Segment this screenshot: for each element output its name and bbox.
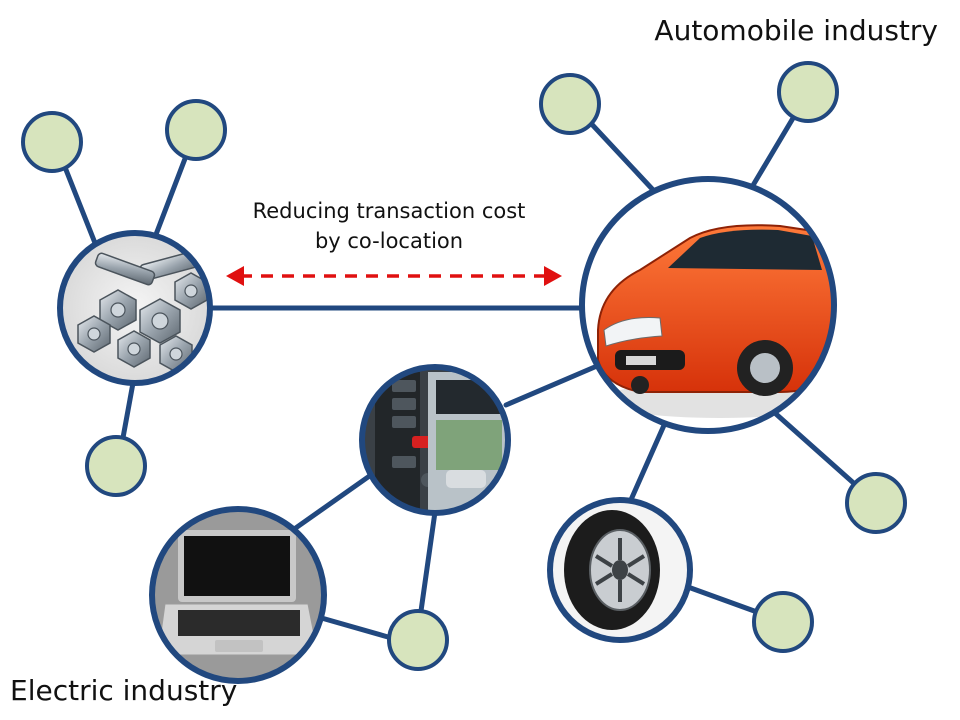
small-nodes xyxy=(21,61,907,671)
tire-photo-node xyxy=(547,497,693,643)
bolts-icon xyxy=(77,245,210,373)
electric-industry-label: Electric industry xyxy=(10,674,238,707)
node-panel-bottom xyxy=(387,609,449,671)
node-car-right xyxy=(845,472,907,534)
link-tire-node xyxy=(685,584,760,615)
bolts-photo-node xyxy=(57,230,213,386)
connection-links xyxy=(52,90,879,640)
laptop-icon xyxy=(157,530,319,656)
car-icon xyxy=(597,224,834,396)
control-panel-photo-node xyxy=(359,364,511,516)
node-bolts-top-right xyxy=(165,99,227,161)
node-bolts-top-left xyxy=(21,111,83,173)
node-car-top-right xyxy=(777,61,839,123)
transaction-cost-label: Reducing transaction cost by co-location xyxy=(200,196,578,256)
link-car-panel xyxy=(503,363,600,408)
link-panel-laptop xyxy=(287,467,381,535)
link-laptop-node xyxy=(315,614,391,640)
laptop-photo-node xyxy=(149,506,327,684)
double-arrow-icon xyxy=(226,266,562,286)
tire-icon xyxy=(564,510,660,630)
transaction-cost-line-1: Reducing transaction cost xyxy=(252,199,526,223)
automobile-industry-label: Automobile industry xyxy=(654,14,938,47)
link-panel-node xyxy=(417,509,438,621)
node-car-top-left xyxy=(539,73,601,135)
car-photo-node xyxy=(579,176,837,434)
link-car-tire xyxy=(627,420,668,505)
transaction-cost-line-2: by co-location xyxy=(314,229,464,253)
node-tire-right xyxy=(752,591,814,653)
node-bolts-bottom xyxy=(85,435,147,497)
